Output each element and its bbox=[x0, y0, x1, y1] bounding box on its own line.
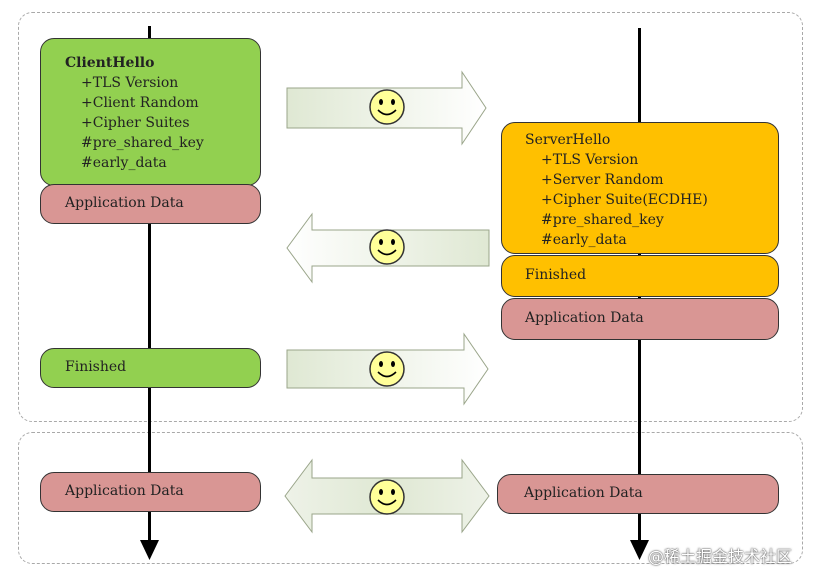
client-hello-line: +TLS Version bbox=[81, 75, 179, 91]
smiley-icon bbox=[369, 89, 405, 125]
server-finished-box: Finished bbox=[501, 255, 779, 297]
smiley-icon bbox=[369, 229, 405, 265]
client-hello-line: +Cipher Suites bbox=[81, 115, 190, 131]
client-app-data-box-2: Application Data bbox=[40, 472, 261, 512]
server-app-data-box: Application Data bbox=[501, 298, 779, 340]
client-hello-box: ClientHello +TLS Version +Client Random … bbox=[40, 38, 261, 186]
server-timeline-arrowhead bbox=[630, 540, 649, 560]
client-hello-line: #pre_shared_key bbox=[81, 135, 204, 151]
watermark: @稀土掘金技术社区 bbox=[648, 547, 793, 566]
smiley-icon bbox=[369, 351, 405, 387]
app-data-frame bbox=[18, 432, 803, 564]
handshake-frame bbox=[18, 12, 803, 422]
server-hello-line: #pre_shared_key bbox=[541, 212, 664, 228]
server-finished-label: Finished bbox=[525, 267, 587, 283]
server-app-data-label-2: Application Data bbox=[524, 485, 643, 501]
client-timeline bbox=[148, 26, 151, 546]
client-hello-line: +Client Random bbox=[81, 95, 199, 111]
smiley-icon bbox=[369, 479, 405, 515]
client-app-data-label-2: Application Data bbox=[65, 483, 184, 499]
server-hello-line: #early_data bbox=[541, 232, 627, 248]
server-hello-line: +Cipher Suite(ECDHE) bbox=[541, 192, 708, 208]
server-hello-line: +TLS Version bbox=[541, 152, 639, 168]
server-hello-box: ServerHello +TLS Version +Server Random … bbox=[501, 122, 779, 254]
client-timeline-arrowhead bbox=[140, 540, 159, 560]
client-finished-box: Finished bbox=[40, 348, 261, 388]
server-hello-line: +Server Random bbox=[541, 172, 664, 188]
client-app-data-box: Application Data bbox=[40, 184, 261, 224]
client-app-data-label: Application Data bbox=[65, 195, 184, 211]
client-hello-title: ClientHello bbox=[65, 55, 155, 71]
server-app-data-label: Application Data bbox=[525, 310, 644, 326]
client-finished-label: Finished bbox=[65, 359, 127, 375]
server-hello-title: ServerHello bbox=[525, 132, 611, 148]
server-app-data-box-2: Application Data bbox=[497, 474, 779, 514]
client-hello-line: #early_data bbox=[81, 155, 167, 171]
